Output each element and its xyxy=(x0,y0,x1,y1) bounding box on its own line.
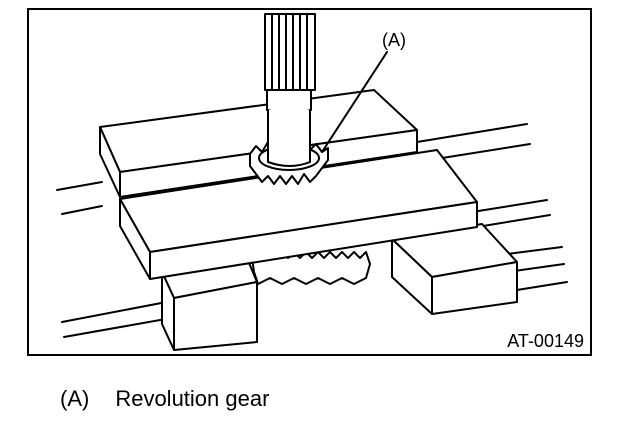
figure-id: AT-00149 xyxy=(507,331,584,351)
callout-label-a: (A) xyxy=(382,30,406,50)
legend-key: (A) xyxy=(60,386,90,411)
gear-press-illustration xyxy=(56,13,568,351)
front-plate xyxy=(119,149,478,280)
figure-frame: (A) AT-00149 xyxy=(27,8,592,356)
callout-leader-line xyxy=(321,51,388,153)
press-shaft xyxy=(264,13,316,167)
legend: (A) Revolution gear xyxy=(60,386,269,412)
legend-text: Revolution gear xyxy=(115,386,270,411)
